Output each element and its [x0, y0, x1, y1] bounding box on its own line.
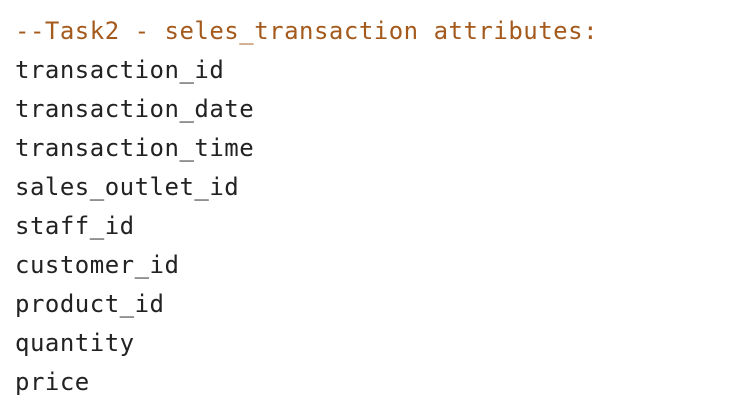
code-line-transaction-id: transaction_id [15, 56, 225, 84]
code-line-quantity: quantity [15, 329, 135, 357]
code-line-product-id: product_id [15, 290, 165, 318]
code-line-transaction-time: transaction_time [15, 134, 255, 162]
code-line-price: price [15, 368, 90, 396]
code-line-customer-id: customer_id [15, 251, 180, 279]
comment-line: --Task2 - seles_transaction attributes: [15, 17, 599, 45]
code-line-sales-outlet-id: sales_outlet_id [15, 173, 240, 201]
code-line-staff-id: staff_id [15, 212, 135, 240]
code-line-transaction-date: transaction_date [15, 95, 255, 123]
